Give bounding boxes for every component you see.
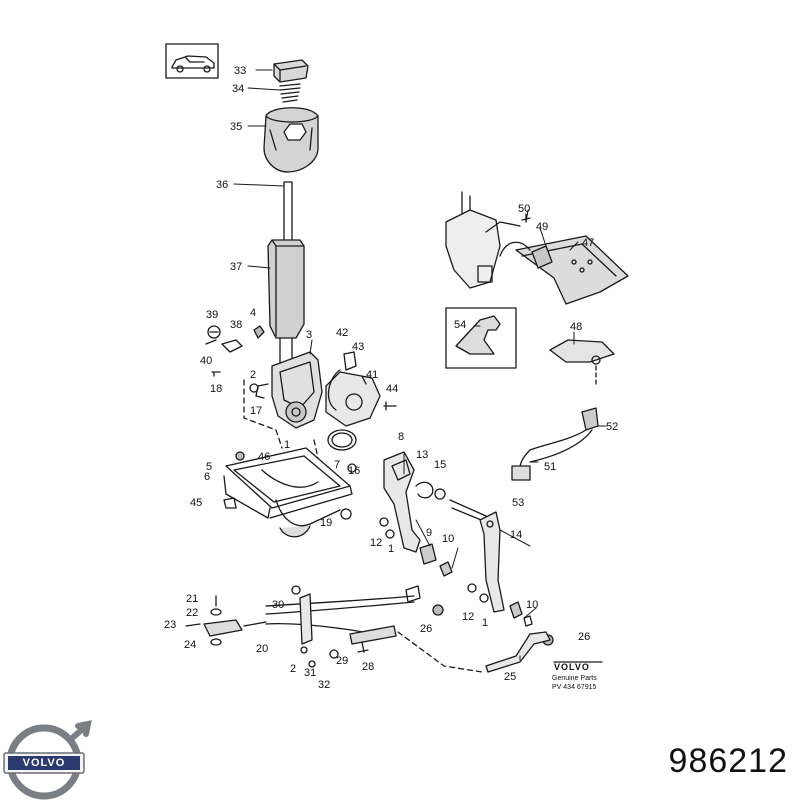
part-37-sleeve — [267, 239, 305, 339]
parts-13-15 — [415, 481, 446, 500]
callout-21: 21 — [186, 593, 198, 605]
callout-1: 1 — [482, 617, 488, 629]
part-25-rod — [485, 631, 551, 673]
part-8-lever — [379, 451, 421, 553]
callout-47: 47 — [582, 237, 594, 249]
callout-18: 18 — [210, 383, 222, 395]
callout-9: 9 — [426, 527, 432, 539]
callout-28: 28 — [362, 661, 374, 673]
part-3-bracket — [249, 351, 323, 429]
parts-47-50-selector — [445, 191, 629, 305]
parts-51-53-harness — [511, 407, 599, 481]
callout-51: 51 — [544, 461, 556, 473]
callout-54: 54 — [454, 319, 466, 331]
stamp-line-2: PV 434 67915 — [552, 684, 596, 691]
stamp-brand: VOLVO — [554, 662, 590, 672]
callout-52: 52 — [606, 421, 618, 433]
callout-48: 48 — [570, 321, 582, 333]
callout-31: 31 — [304, 667, 316, 679]
callout-37: 37 — [230, 261, 242, 273]
callout-12: 12 — [370, 537, 382, 549]
callout-50: 50 — [518, 203, 530, 215]
callout-39: 39 — [206, 309, 218, 321]
callout-19: 19 — [320, 517, 332, 529]
callout-33: 33 — [234, 65, 246, 77]
volvo-logo — [3, 720, 92, 800]
part-35-knob — [263, 107, 319, 173]
callout-53: 53 — [512, 497, 524, 509]
callout-44: 44 — [386, 383, 398, 395]
callout-2: 2 — [290, 663, 296, 675]
callout-13: 13 — [416, 449, 428, 461]
parts-28-32-bracket — [291, 585, 397, 668]
part-5-6-boot-frame — [223, 447, 353, 538]
part-41-detent-unit — [325, 351, 397, 427]
callout-23: 23 — [164, 619, 176, 631]
callout-12: 12 — [462, 611, 474, 623]
callout-7: 7 — [334, 459, 340, 471]
callout-6: 6 — [204, 471, 210, 483]
callout-46: 46 — [258, 451, 270, 463]
callout-34: 34 — [232, 83, 244, 95]
callout-42: 42 — [336, 327, 348, 339]
callout-43: 43 — [352, 341, 364, 353]
callout-24: 24 — [184, 639, 196, 651]
callout-49: 49 — [536, 221, 548, 233]
part-33-cap — [273, 59, 309, 83]
car-thumbnail — [165, 43, 219, 79]
callout-30: 30 — [272, 599, 284, 611]
part-14-lever — [449, 499, 505, 613]
parts-9-10-12-bushings — [419, 543, 533, 627]
callout-26: 26 — [578, 631, 590, 643]
part-54-box — [445, 307, 517, 369]
callout-10: 10 — [526, 599, 538, 611]
parts-7-16 — [327, 429, 357, 473]
callout-41: 41 — [366, 369, 378, 381]
part-34-spring — [279, 83, 301, 103]
callout-25: 25 — [504, 671, 516, 683]
callout-5: 5 — [206, 461, 212, 473]
callout-16: 16 — [348, 465, 360, 477]
callout-40: 40 — [200, 355, 212, 367]
part-number: 986212 — [668, 742, 788, 780]
callout-38: 38 — [230, 319, 242, 331]
callout-2: 2 — [250, 369, 256, 381]
parts-21-24-cable-end — [185, 595, 243, 646]
callout-20: 20 — [256, 643, 268, 655]
callout-26: 26 — [420, 623, 432, 635]
callout-17: 17 — [250, 405, 262, 417]
callout-15: 15 — [434, 459, 446, 471]
part-36-rod — [283, 181, 293, 245]
callout-3: 3 — [306, 329, 312, 341]
callout-1: 1 — [284, 439, 290, 451]
genuine-parts-stamp: VOLVO Genuine Parts PV 434 67915 — [552, 662, 597, 691]
callout-29: 29 — [336, 655, 348, 667]
callout-22: 22 — [186, 607, 198, 619]
logo-wordmark: VOLVO — [22, 757, 66, 769]
callout-14: 14 — [510, 529, 522, 541]
callout-36: 36 — [216, 179, 228, 191]
callout-32: 32 — [318, 679, 330, 691]
callout-4: 4 — [250, 307, 256, 319]
callout-10: 10 — [442, 533, 454, 545]
callout-35: 35 — [230, 121, 242, 133]
callout-8: 8 — [398, 431, 404, 443]
parts-38-39-40 — [205, 325, 265, 377]
callout-45: 45 — [190, 497, 202, 509]
stamp-line-1: Genuine Parts — [552, 675, 597, 682]
part-48-lamp-housing — [549, 339, 615, 385]
callout-1: 1 — [388, 543, 394, 555]
